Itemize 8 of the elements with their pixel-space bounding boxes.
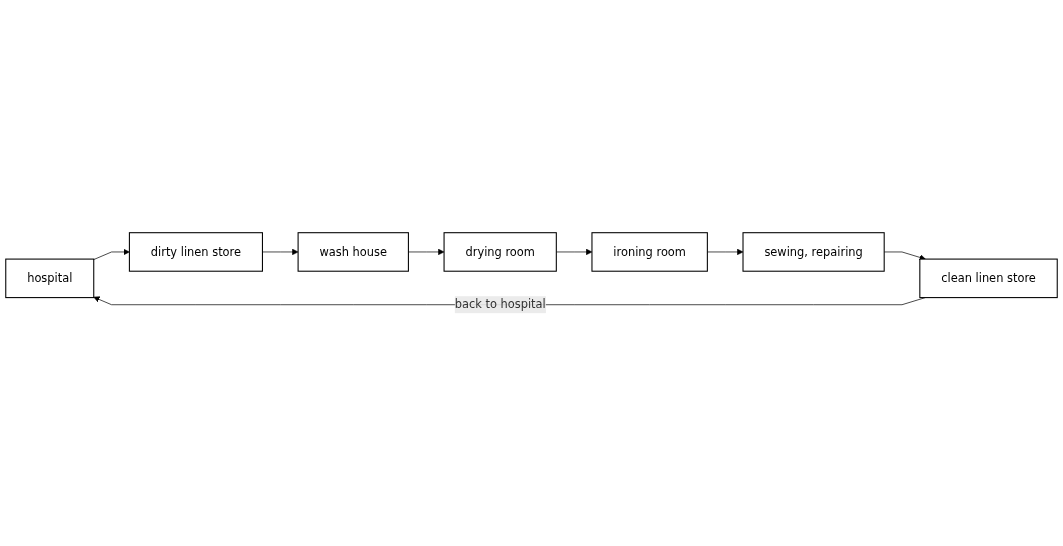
node-box: hospital: [5, 258, 95, 299]
node-box: ironing room: [591, 232, 708, 272]
edge-label: back to hospital: [454, 297, 546, 312]
node-box: sewing, repairing: [742, 232, 885, 272]
node-box: wash house: [297, 232, 409, 272]
node-box: clean linen store: [919, 258, 1058, 299]
node-box: dirty linen store: [128, 232, 263, 272]
node-box: drying room: [443, 232, 557, 272]
